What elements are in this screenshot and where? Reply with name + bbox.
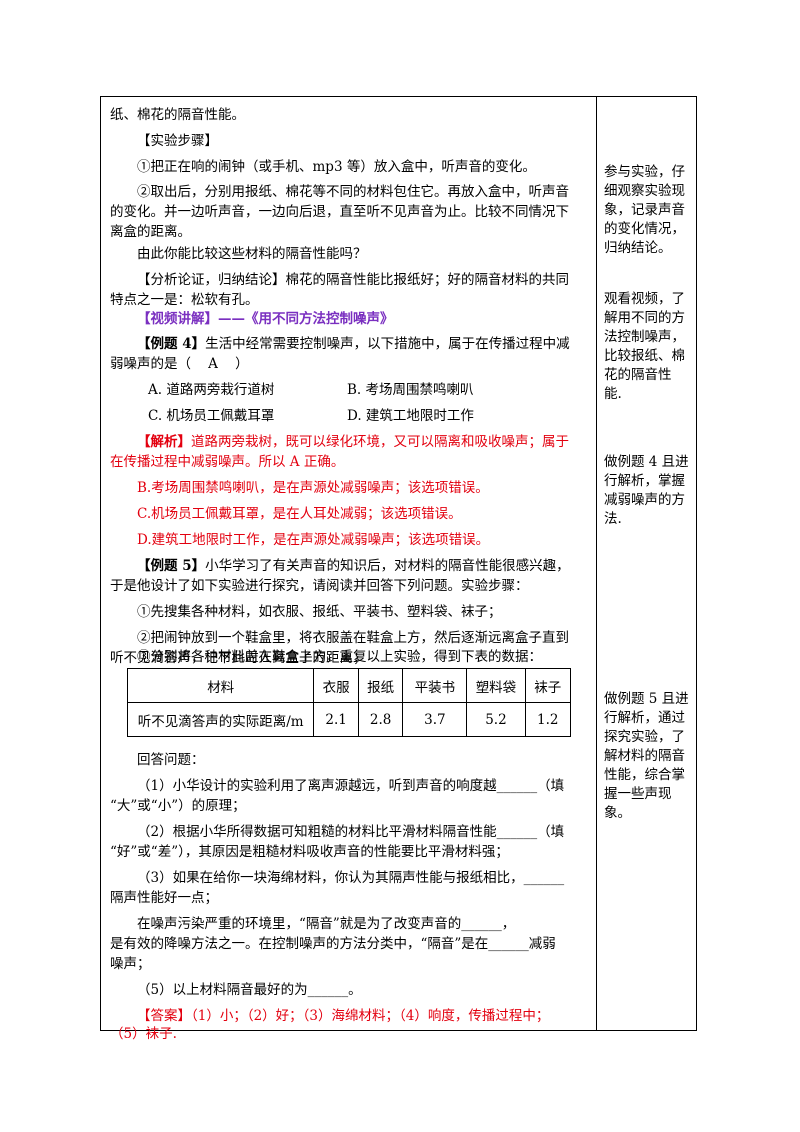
text-line: 纸、棉花的隔音性能。 (110, 107, 245, 123)
table-header-cell: 平装书 (402, 668, 468, 703)
side-note-line: 归纳结论。 (604, 240, 672, 256)
side-note-line: 减弱噪声的方 (604, 492, 685, 508)
side-note-line: 参与实验，仔 (604, 164, 685, 180)
side-note-line: 解材料的隔音 (604, 748, 685, 764)
side-note-line: 行解析，通过 (604, 710, 685, 726)
table-header-cell: 材料 (126, 668, 315, 703)
table-cell: 听不见滴答声的实际距离/m (126, 702, 315, 737)
option-b: B. 考场周围禁鸣喇叭 (347, 382, 474, 398)
text-line: ②取出后，分别用报纸、棉花等不同的材料包住它。再放入盒中，听声音 (137, 184, 569, 200)
text-line: 于是他设计了如下实验进行探究，请阅读并回答下列问题。实验步骤： (110, 578, 529, 594)
side-note-line: 握一些声现 (604, 786, 672, 802)
side-note-line: 比较报纸、棉 (604, 348, 685, 364)
side-note-line: 象。 (604, 805, 631, 821)
text-line: ①先搜集各种材料，如衣服、报纸、平装书、塑料袋、袜子； (137, 604, 502, 620)
analysis-line: B.考场周围禁鸣喇叭，是在声源处减弱噪声；该选项错误。 (137, 480, 489, 496)
text-line: “好”或“差”），其原因是粗糙材料吸收声音的性能要比平滑材料强； (110, 844, 509, 860)
side-note-line: 能. (604, 386, 622, 402)
analysis-line: C.机场员工佩戴耳罩，是在人耳处减弱；该选项错误。 (137, 506, 462, 522)
table-cell: 5.2 (466, 702, 526, 737)
column-divider (596, 96, 597, 1031)
analysis-text: 道路两旁栽树，既可以绿化环境，又可以隔离和吸收噪声；属于 (191, 434, 569, 450)
option-c: C. 机场员工佩戴耳罩 (148, 408, 275, 424)
table-header-cell: 塑料袋 (466, 668, 526, 703)
text-line: ②把闹钟放到一个鞋盒里，将衣服盖在鞋盒上方，然后逐渐远离盒子直到 (137, 630, 569, 646)
section-heading-steps: 【实验步骤】 (137, 133, 218, 149)
side-note-line: 观看视频，了 (604, 291, 685, 307)
question-4: 在噪声污染严重的环境里，“隔音”就是为了改变声音的______， (137, 916, 516, 932)
table-header-row: 材料 衣服 报纸 平装书 塑料袋 袜子 (126, 668, 572, 703)
text-line: 是有效的降噪方法之一。在控制噪声的方法分类中，“隔音”是在______减弱 (110, 936, 556, 952)
analysis-line: 【解析】道路两旁栽树，既可以绿化环境，又可以隔离和吸收噪声；属于 (137, 432, 569, 452)
side-note-line: 细观察实验现 (604, 183, 685, 199)
side-note-line: 象，记录声音 (604, 202, 685, 218)
question-2: （2）根据小华所得数据可知粗糙的材料比平滑材料隔音性能______（填 (137, 824, 565, 840)
side-note-line: 做例题 5 且进 (604, 691, 689, 707)
side-note-line: 的变化情况， (604, 221, 685, 237)
video-lecture-heading: 【视频讲解】——《用不同方法控制噪声》 (137, 311, 394, 327)
side-note-line: 解用不同的方 (604, 310, 685, 326)
analysis-line: D.建筑工地限时工作，是在声源处减弱噪声；该选项错误。 (137, 532, 490, 548)
answer-line: 【答案】（1）小；（2）好；（3）海绵材料；（4）响度，传播过程中； (137, 1008, 550, 1024)
example-4-text: 生活中经常需要控制噪声，以下措施中，属于在传播过程中减 (205, 336, 570, 352)
text-line: ③分别将各种材料盖在鞋盒上方，重复以上实验，得到下表的数据： (137, 649, 542, 665)
analysis-tag: 【解析】 (137, 434, 191, 450)
analysis-line: 在传播过程中减弱噪声。所以 A 正确。 (110, 454, 345, 470)
question-3: （3）如果在给你一块海绵材料，你认为其隔声性能与报纸相比，______ (137, 870, 565, 886)
example-4-question: 【例题 4】生活中经常需要控制噪声，以下措施中，属于在传播过程中减 (137, 334, 570, 354)
side-note-line: 法控制噪声， (604, 329, 685, 345)
table-cell: 2.8 (357, 702, 404, 737)
answer-line: （5）袜子. (110, 1026, 177, 1042)
text-line: 噪声； (110, 956, 151, 972)
text-line: 【分析论证，归纳结论】棉花的隔音性能比报纸好；好的隔音材料的共同 (137, 272, 569, 288)
text-line: “大”或“小”）的原理； (110, 798, 246, 814)
text-line: 听不见滴答声，记下此时人离盒子的距离； (110, 650, 367, 666)
table-header-cell: 报纸 (357, 668, 404, 703)
text-line: 隔声性能好一点； (110, 890, 218, 906)
content-table-frame (100, 96, 697, 1031)
question-1: （1）小华设计的实验利用了离声源越远，听到声音的响度越______（填 (137, 778, 565, 794)
text-line: 回答问题： (137, 752, 205, 768)
text-line: 的变化。并一边听声音，一边向后退，直至听不见声音为止。比较不同情况下 (110, 204, 569, 220)
table-cell: 2.1 (313, 702, 359, 737)
table-cell: 3.7 (402, 702, 468, 737)
text-line: 特点之一是：松软有孔。 (110, 292, 259, 308)
example-5-text: 小华学习了有关声音的知识后，对材料的隔音性能很感兴趣， (205, 558, 570, 574)
side-note-line: 性能，综合掌 (604, 767, 685, 783)
material-distance-table: 材料 衣服 报纸 平装书 塑料袋 袜子 听不见滴答声的实际距离/m 2.1 2.… (126, 668, 572, 737)
side-note-line: 法. (604, 511, 622, 527)
text-line: 由此你能比较这些材料的隔音性能吗？ (137, 246, 367, 262)
example-5-question: 【例题 5】小华学习了有关声音的知识后，对材料的隔音性能很感兴趣， (137, 556, 570, 576)
example-4-tag: 【例题 4】 (137, 336, 206, 352)
table-row: 听不见滴答声的实际距离/m 2.1 2.8 3.7 5.2 1.2 (126, 702, 572, 737)
table-cell: 1.2 (524, 702, 572, 737)
question-5: （5）以上材料隔音最好的为______。 (137, 982, 362, 998)
side-note-line: 探究实验，了 (604, 729, 685, 745)
side-note-line: 行解析，掌握 (604, 473, 685, 489)
text-line: 弱噪声的是（ A ） (110, 356, 249, 372)
text-line: ①把正在响的闹钟（或手机、mp3 等）放入盒中，听声音的变化。 (137, 159, 536, 175)
table-header-cell: 袜子 (524, 668, 572, 703)
text-line: 离盒的距离。 (110, 224, 191, 240)
side-note-line: 做例题 4 且进 (604, 454, 689, 470)
option-d: D. 建筑工地限时工作 (347, 408, 474, 424)
option-a: A. 道路两旁栽行道树 (148, 382, 275, 398)
table-header-cell: 衣服 (313, 668, 359, 703)
example-5-tag: 【例题 5】 (137, 558, 206, 574)
side-note-line: 花的隔音性 (604, 367, 672, 383)
